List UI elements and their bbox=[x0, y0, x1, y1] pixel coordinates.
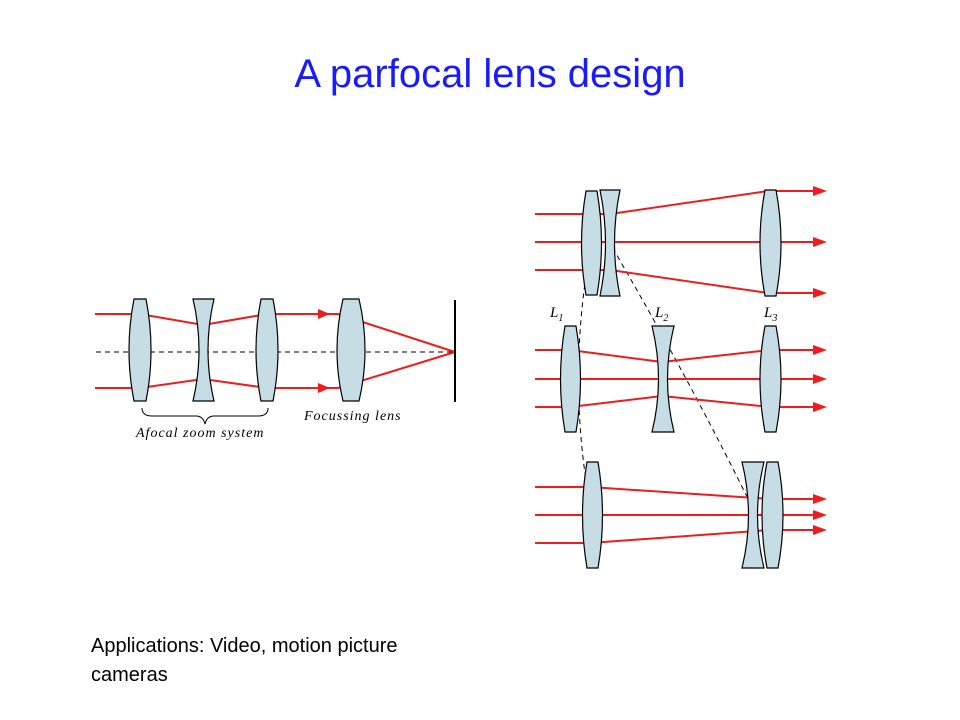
ray-arrow bbox=[813, 494, 827, 504]
ray bbox=[535, 529, 815, 544]
ray-arrow bbox=[813, 510, 827, 520]
convex-lens bbox=[255, 298, 279, 402]
ray bbox=[535, 486, 815, 500]
convex-lens bbox=[128, 298, 152, 402]
right-zoom-diagram: L1 L2 L3 bbox=[535, 186, 827, 569]
lens-l2 bbox=[741, 461, 765, 569]
ray-arrow bbox=[813, 186, 827, 196]
lens-l1 bbox=[581, 461, 604, 569]
ray-arrow bbox=[813, 345, 827, 355]
lens-l2 bbox=[651, 325, 675, 433]
label-l3: L3 bbox=[763, 305, 777, 324]
ray-arrow bbox=[318, 383, 330, 393]
afocal-brace bbox=[141, 407, 269, 425]
label-l1: L1 bbox=[549, 305, 563, 324]
left-zoom-diagram: Focussing lens Afocal zoom system bbox=[95, 298, 456, 441]
ray-arrow bbox=[813, 374, 827, 384]
concave-lens bbox=[192, 298, 215, 402]
lens-l2 bbox=[599, 189, 621, 297]
lens-l3 bbox=[759, 189, 782, 297]
ray-arrow bbox=[318, 309, 330, 319]
lens-l3 bbox=[761, 461, 784, 569]
lens-path-l2 bbox=[607, 239, 757, 516]
lens-l1 bbox=[559, 325, 582, 433]
slide-title: A parfocal lens design bbox=[294, 52, 686, 96]
focussing-lens bbox=[336, 298, 366, 402]
ray-arrow bbox=[813, 237, 827, 247]
ray-arrow bbox=[813, 402, 827, 412]
label-l2: L2 bbox=[654, 305, 668, 324]
ray-arrow bbox=[813, 525, 827, 535]
ray-arrow bbox=[813, 288, 827, 298]
lens-l3 bbox=[759, 325, 782, 433]
lens-l1 bbox=[580, 190, 603, 296]
afocal-zoom-label: Afocal zoom system bbox=[135, 426, 264, 441]
applications-caption: Applications: Video, motion picture came… bbox=[91, 635, 398, 686]
focussing-lens-label: Focussing lens bbox=[303, 409, 402, 424]
